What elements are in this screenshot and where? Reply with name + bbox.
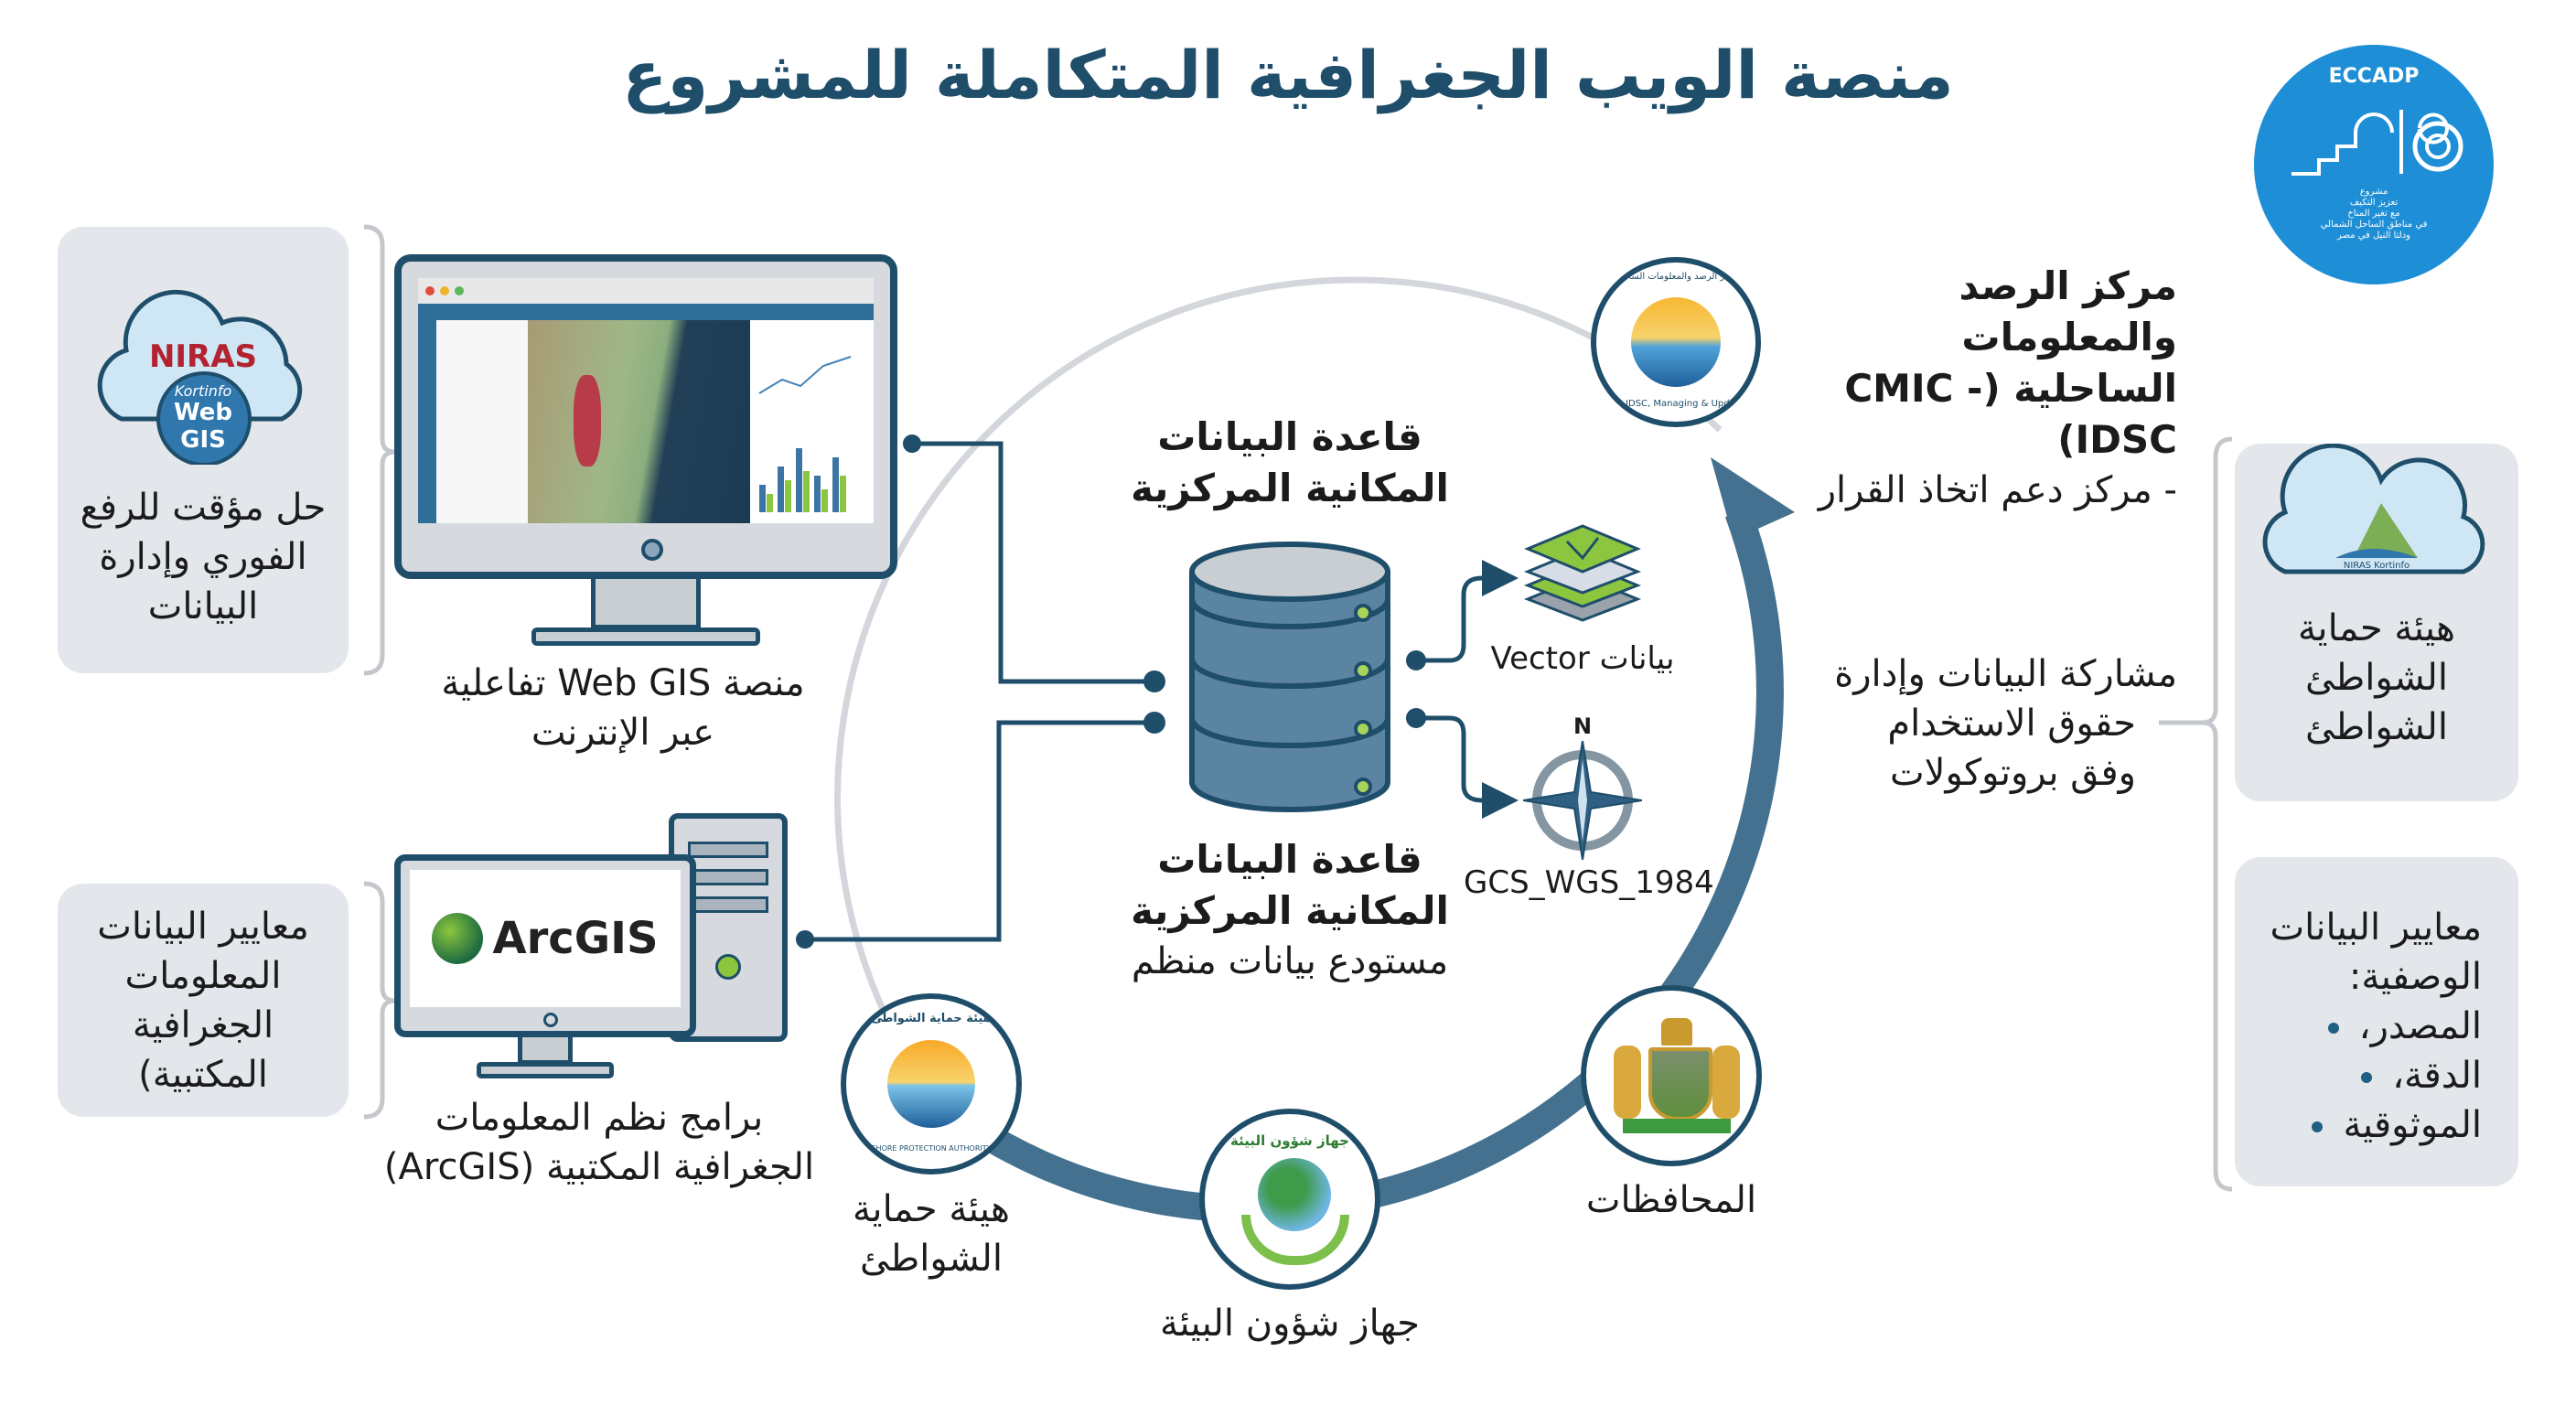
arcgis-globe-icon [432, 913, 484, 964]
cmic-logo: CMIC-IDSC, Managing & Updating مركز الرص… [1591, 257, 1761, 427]
eeaa-label: جهاز شؤون البيئة [1160, 1303, 1420, 1345]
eccadp-logo-acronym: ECCADP [2328, 65, 2420, 88]
list-item: الدقة، [2235, 1051, 2482, 1100]
connector-db-crs [1416, 715, 1519, 819]
compass-icon [1523, 741, 1642, 860]
cmic-description: مركز الرصد والمعلومات الساحلية (CMIC - I… [1818, 263, 2177, 511]
cycle-arc-grey [834, 276, 1723, 1086]
connector-db-vector [1416, 560, 1519, 663]
bracket-left-1 [363, 224, 396, 676]
db-subtitle: مستودع بيانات منظم [1131, 940, 1449, 982]
eeaa-logo: جهاز شؤون البيئة [1199, 1109, 1380, 1290]
connector-pc-db [805, 720, 1151, 942]
niras-cloud-logo: NIRAS Kortinfo Web GIS [85, 282, 321, 465]
hands-icon [1241, 1215, 1349, 1265]
shield-icon [1648, 1047, 1712, 1121]
niras-brand: NIRAS [148, 338, 258, 375]
webgis-screen [418, 278, 874, 523]
compass-n-label: N [1573, 713, 1593, 739]
list-item: المصدر، [2235, 1002, 2482, 1051]
bracket-right [2159, 436, 2233, 1192]
governorates-label: المحافظات [1585, 1179, 1757, 1221]
cycle-arrow-head [1711, 457, 1795, 540]
connector-monitor-db [912, 441, 1151, 684]
database-icon [1189, 542, 1390, 812]
shore-protection-authority-logo: هيئة حماية الشواطئ SHORE PROTECTION AUTH… [841, 993, 1022, 1174]
vector-label: بيانات Vector [1490, 640, 1675, 677]
eccadp-logo-emblem [2292, 110, 2463, 176]
vector-layers-icon [1523, 524, 1642, 622]
page-title: منصة الويب الجغرافية المتكاملة للمشروع [622, 37, 1954, 113]
niras-kortinfo-cloud-icon [2262, 443, 2485, 574]
crown-icon [1661, 1018, 1692, 1046]
crs-label: GCS_WGS_1984 [1464, 864, 1714, 901]
governorates-logo [1581, 985, 1762, 1166]
list-item: الموثوقية [2235, 1100, 2482, 1150]
webgis-monitor [394, 254, 897, 649]
arcgis-logo: ArcGIS [410, 870, 681, 1007]
metadata-criteria-list: المصدر، الدقة، الموثوقية [2235, 1002, 2482, 1150]
bracket-left-2 [363, 881, 396, 1120]
arcgis-desktop: ArcGIS [394, 813, 789, 1084]
cycle-arc-blue [961, 507, 1784, 1223]
